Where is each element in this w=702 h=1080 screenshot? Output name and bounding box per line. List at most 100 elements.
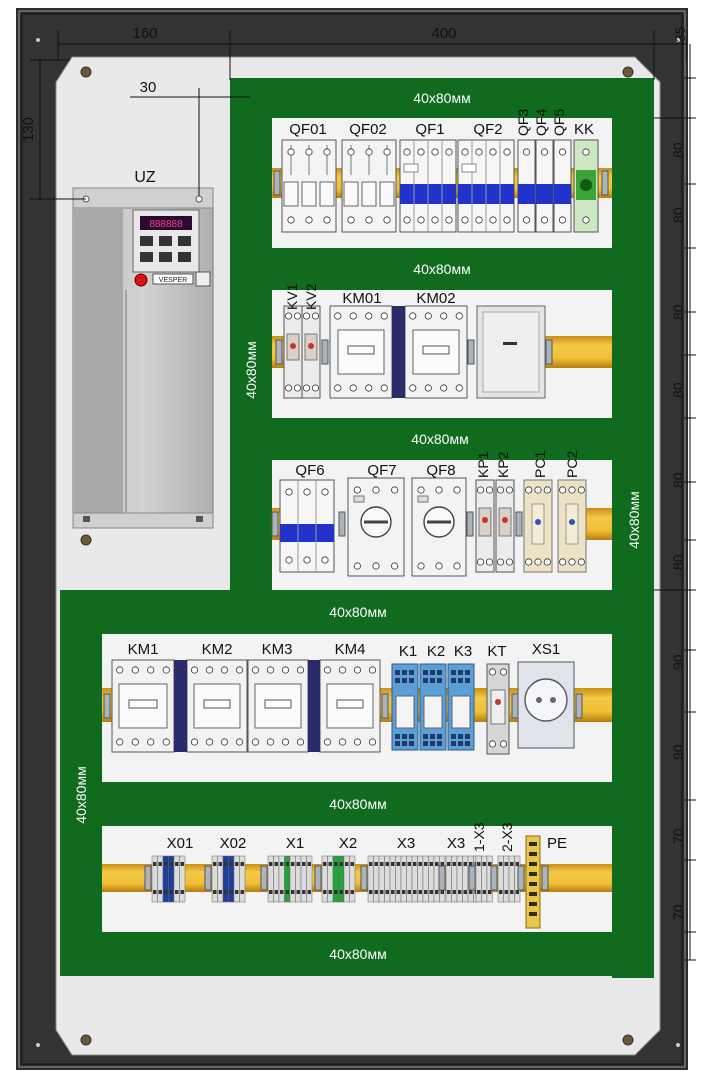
keypad-button bbox=[178, 252, 191, 262]
breaker-label-plate bbox=[403, 163, 419, 173]
device-label-KP1: KP1 bbox=[475, 451, 491, 478]
terminal-screw-icon bbox=[380, 384, 388, 392]
terminal-screw bbox=[482, 890, 486, 894]
terminal-screw-icon bbox=[349, 384, 357, 392]
terminal-screw bbox=[488, 890, 492, 894]
terminal-screw-icon bbox=[285, 556, 293, 564]
duct-row4-5 bbox=[102, 782, 612, 826]
device-label-PC1: PC1 bbox=[532, 451, 548, 478]
terminal-screw-icon bbox=[489, 216, 497, 224]
device-label-KM1: KM1 bbox=[128, 641, 159, 658]
terminal-screw bbox=[369, 862, 373, 866]
relay-terminal bbox=[430, 734, 435, 739]
device-label-KV1: KV1 bbox=[284, 283, 300, 310]
terminal-screw-icon bbox=[417, 216, 425, 224]
device-label-K3: K3 bbox=[454, 643, 472, 660]
terminal-screw bbox=[153, 862, 157, 866]
breaker-toggle-band bbox=[280, 524, 334, 542]
duct-label: 40x80мм bbox=[329, 604, 386, 620]
terminal-screw bbox=[435, 862, 439, 866]
relay-terminal bbox=[458, 741, 463, 746]
end-clamp bbox=[338, 511, 346, 537]
terminal-screw bbox=[515, 862, 519, 866]
terminal-screw bbox=[229, 862, 233, 866]
screw-icon bbox=[622, 66, 634, 78]
relay-terminal bbox=[409, 734, 414, 739]
keypad-button bbox=[178, 236, 191, 246]
keypad-button bbox=[140, 236, 153, 246]
relay-terminal bbox=[402, 734, 407, 739]
relay-terminal bbox=[451, 678, 456, 683]
terminal-screw-icon bbox=[266, 738, 275, 746]
duct-row2-3 bbox=[272, 418, 612, 460]
terminal-screw bbox=[350, 890, 354, 894]
end-clamp bbox=[517, 865, 525, 891]
terminal-screw-icon bbox=[235, 666, 244, 674]
terminal-screw bbox=[158, 862, 162, 866]
dim-label-right: 90 bbox=[670, 654, 686, 670]
terminal-screw-icon bbox=[540, 216, 549, 224]
end-clamp bbox=[321, 339, 329, 365]
duct-label: 40x80мм bbox=[329, 946, 386, 962]
terminal-screw bbox=[339, 862, 343, 866]
terminal-block bbox=[239, 855, 246, 903]
relay-terminal bbox=[409, 741, 414, 746]
terminal-screw-icon bbox=[525, 558, 533, 566]
terminal-screw bbox=[307, 890, 311, 894]
end-clamp bbox=[438, 865, 446, 891]
relay-terminal bbox=[465, 678, 470, 683]
terminal-screw-icon bbox=[568, 558, 576, 566]
terminal-screw-icon bbox=[391, 486, 399, 494]
fuse-carrier bbox=[319, 181, 335, 207]
terminal-screw bbox=[328, 890, 332, 894]
dim-label-400: 400 bbox=[431, 25, 456, 42]
contactor-window bbox=[336, 699, 364, 709]
end-clamp bbox=[314, 865, 322, 891]
indicator-icon bbox=[290, 343, 296, 349]
terminal-screw-icon bbox=[365, 312, 373, 320]
terminal-screw bbox=[374, 890, 378, 894]
relay-terminal bbox=[409, 678, 414, 683]
terminal-screw-icon bbox=[453, 562, 461, 570]
indicator-icon bbox=[308, 343, 314, 349]
dim-label-30: 30 bbox=[140, 79, 157, 96]
terminal-screw-icon bbox=[372, 486, 380, 494]
relay-terminal bbox=[437, 670, 442, 675]
end-clamp bbox=[541, 865, 549, 891]
socket-pin-hole bbox=[536, 697, 542, 703]
relay-terminal bbox=[465, 741, 470, 746]
terminal-screw-icon bbox=[220, 666, 229, 674]
terminal-screw-icon bbox=[522, 148, 531, 156]
terminal-screw-icon bbox=[365, 384, 373, 392]
dim-label-right: 80 bbox=[670, 304, 686, 320]
terminal-screw-icon bbox=[503, 148, 511, 156]
terminal-screw bbox=[269, 862, 273, 866]
vfd-brand-plate bbox=[152, 273, 194, 285]
terminal-screw-icon bbox=[372, 562, 380, 570]
terminal-screw-icon bbox=[525, 486, 533, 494]
terminal-screw bbox=[164, 862, 168, 866]
terminal-screw bbox=[385, 862, 389, 866]
terminal-screw-icon bbox=[559, 486, 567, 494]
terminal-screw-icon bbox=[281, 738, 290, 746]
terminal-screw bbox=[477, 862, 481, 866]
duct-label: 40x80мм bbox=[411, 431, 468, 447]
device-label-2-X3: 2-X3 bbox=[499, 822, 515, 852]
terminal-screw-icon bbox=[311, 312, 320, 320]
end-clamp bbox=[275, 339, 283, 365]
relay-terminal bbox=[395, 741, 400, 746]
duct-right-vertical bbox=[612, 78, 654, 978]
terminal-screw bbox=[302, 862, 306, 866]
terminal-screw-icon bbox=[488, 668, 497, 676]
device-label-K2: K2 bbox=[427, 643, 445, 660]
terminal-screw-icon bbox=[445, 148, 453, 156]
dim-label-right: 70 bbox=[670, 904, 686, 920]
device-label-QF7: QF7 bbox=[367, 462, 396, 479]
terminal-screw bbox=[323, 890, 327, 894]
screw-icon bbox=[80, 534, 92, 546]
duct-middle bbox=[60, 590, 654, 634]
terminal-screw bbox=[429, 890, 433, 894]
busbar-screw bbox=[529, 872, 537, 876]
device-label-KM2: KM2 bbox=[202, 641, 233, 658]
busbar-screw bbox=[529, 892, 537, 896]
